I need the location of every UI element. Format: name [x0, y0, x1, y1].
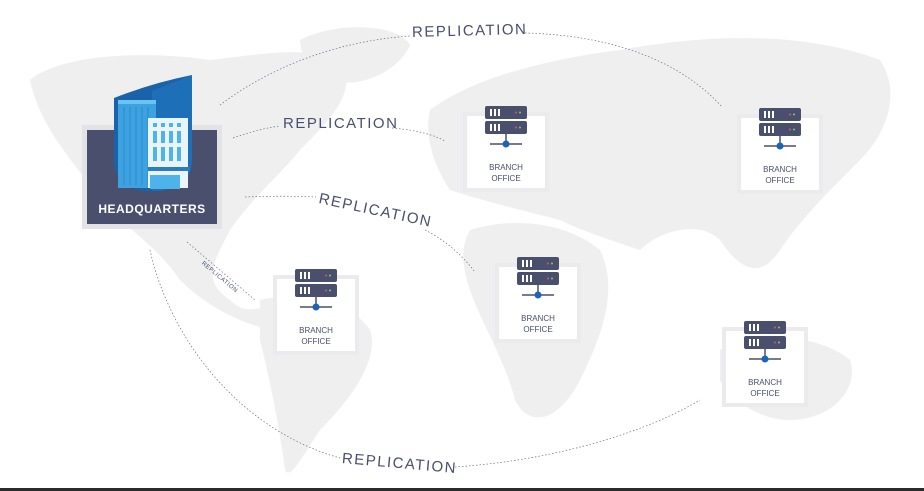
branch-office-node: BRANCH OFFICE — [273, 269, 359, 355]
server-icon — [744, 321, 786, 370]
bottom-border — [0, 488, 924, 491]
branch-label-line1: BRANCH — [299, 326, 333, 335]
branch-label-line1: BRANCH — [763, 165, 797, 174]
branch-office-card: BRANCH OFFICE — [741, 108, 819, 190]
replication-arc-africa-left — [244, 195, 317, 198]
greenland-shape — [300, 27, 410, 83]
replication-arc-bottom-left — [149, 249, 341, 459]
branch-office-label: BRANCH OFFICE — [726, 377, 804, 399]
branch-label-line2: OFFICE — [523, 325, 553, 334]
server-icon — [759, 108, 801, 157]
replication-arc-top-right — [524, 32, 723, 108]
branch-label-line2: OFFICE — [765, 176, 795, 185]
branch-label-line1: BRANCH — [489, 163, 523, 172]
branch-office-node: BRANCH OFFICE — [722, 321, 808, 407]
replication-label: REPLICATION — [283, 115, 399, 132]
branch-office-node: BRANCH OFFICE — [495, 257, 581, 343]
server-icon — [295, 269, 337, 318]
server-icon — [517, 257, 559, 306]
replication-arc-europe-left — [232, 125, 281, 139]
branch-office-node: BRANCH OFFICE — [737, 108, 823, 194]
branch-office-card: BRANCH OFFICE — [467, 106, 545, 188]
replication-arc-top — [219, 35, 411, 106]
eurasia-shape — [428, 38, 891, 269]
building-icon — [114, 75, 192, 191]
branch-office-label: BRANCH OFFICE — [277, 325, 355, 347]
server-icon — [485, 106, 527, 155]
branch-office-label: BRANCH OFFICE — [741, 164, 819, 186]
branch-office-card: BRANCH OFFICE — [499, 257, 577, 339]
replication-label: REPLICATION — [411, 20, 528, 41]
headquarters-label: HEADQUARTERS — [98, 202, 206, 216]
branch-label-line2: OFFICE — [301, 337, 331, 346]
branch-label-line2: OFFICE — [750, 389, 780, 398]
branch-office-node: BRANCH OFFICE — [463, 106, 549, 192]
branch-office-label: BRANCH OFFICE — [499, 313, 577, 335]
replication-arc-africa-right — [424, 229, 476, 273]
branch-office-card: BRANCH OFFICE — [726, 321, 804, 403]
branch-label-line1: BRANCH — [748, 378, 782, 387]
branch-office-label: BRANCH OFFICE — [467, 162, 545, 184]
branch-office-card: BRANCH OFFICE — [277, 269, 355, 351]
replication-arc-south-america — [186, 241, 256, 301]
replication-arc-bottom-right — [454, 399, 701, 468]
headquarters-node: HEADQUARTERS — [82, 75, 222, 229]
branch-label-line2: OFFICE — [491, 174, 521, 183]
branch-label-line1: BRANCH — [521, 314, 555, 323]
